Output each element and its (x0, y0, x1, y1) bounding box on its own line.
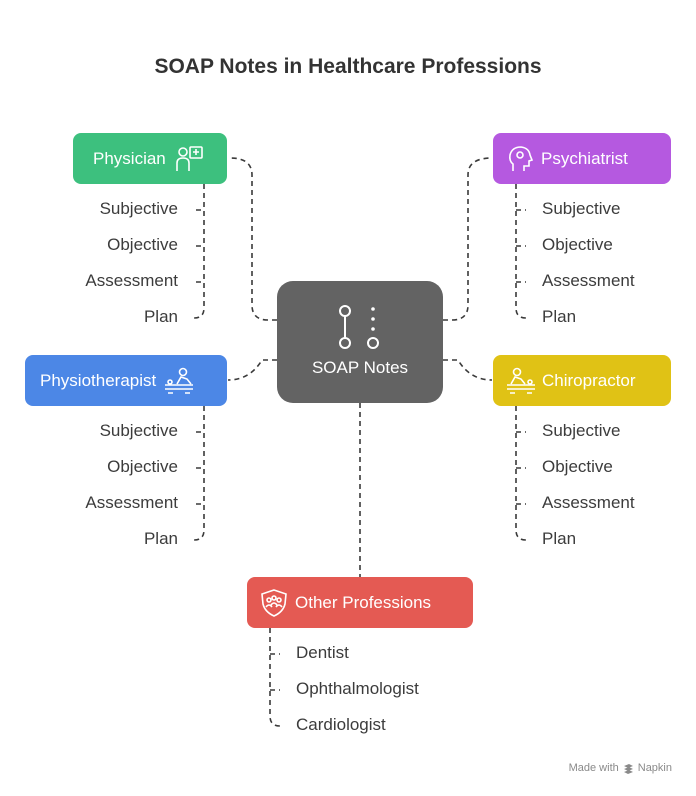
psychiatrist-node: Psychiatrist (493, 133, 671, 184)
physiotherapist-node: Physiotherapist (25, 355, 227, 406)
other-professions-node: Other Professions (247, 577, 473, 628)
diagram-title: SOAP Notes in Healthcare Professions (154, 55, 542, 78)
doctor-with-chart-icon (174, 144, 204, 174)
chiropractor-item-subjective: Subjective (542, 421, 621, 440)
physiotherapist-label: Physiotherapist (40, 370, 157, 390)
head-profile-icon (507, 144, 535, 174)
physician-node: Physician (73, 133, 227, 184)
psychiatrist-item-objective: Objective (542, 235, 613, 254)
psychiatrist-item-subjective: Subjective (542, 199, 621, 218)
napkin-watermark: Made with Napkin (569, 762, 672, 774)
massage-therapy-icon (163, 366, 195, 396)
physician-label: Physician (93, 148, 166, 168)
timeline-icon (339, 305, 379, 349)
physician-item-subjective: Subjective (99, 199, 178, 218)
other-item-ophthalmologist: Ophthalmologist (296, 679, 419, 698)
chiropractor-item-objective: Objective (542, 457, 613, 476)
physician-item-assessment: Assessment (85, 271, 178, 290)
center-node: SOAP Notes (277, 281, 443, 403)
psychiatrist-item-plan: Plan (542, 307, 577, 326)
napkin-logo-icon (623, 763, 633, 774)
chiropractor-label: Chiropractor (542, 370, 636, 390)
other-item-dentist: Dentist (296, 643, 349, 662)
physician-item-plan: Plan (143, 307, 178, 326)
chiropractor-node: Chiropractor (493, 355, 671, 406)
watermark-text: Made with (568, 762, 619, 774)
physiotherapist-item-objective: Objective (107, 457, 178, 476)
physiotherapist-item-plan: Plan (143, 529, 178, 548)
psychiatrist-label: Psychiatrist (541, 148, 628, 168)
center-label: SOAP Notes (311, 358, 409, 377)
psychiatrist-item-assessment: Assessment (542, 271, 635, 290)
physiotherapist-item-assessment: Assessment (85, 493, 178, 512)
massage-therapy-icon (505, 366, 537, 396)
chiropractor-item-plan: Plan (542, 529, 577, 548)
physiotherapist-item-subjective: Subjective (99, 421, 178, 440)
other-professions-label: Other Professions (295, 592, 432, 612)
watermark-brand: Napkin (637, 762, 672, 774)
group-shield-icon (259, 588, 289, 618)
physician-item-objective: Objective (107, 235, 178, 254)
chiropractor-item-assessment: Assessment (542, 493, 635, 512)
other-item-cardiologist: Cardiologist (296, 715, 386, 734)
